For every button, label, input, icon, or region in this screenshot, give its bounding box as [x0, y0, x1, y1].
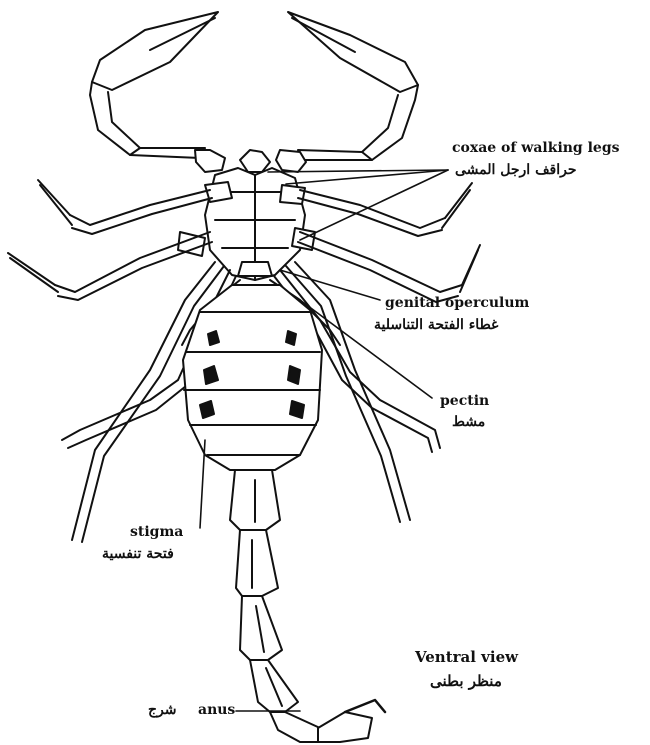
view-title-en: Ventral view [415, 648, 518, 666]
label-stigma-ar: فتحة تنفسية [102, 546, 174, 562]
label-genital-operculum-en: genital operculum [385, 295, 529, 311]
label-anus-ar: شرج [148, 702, 177, 718]
mouth-region [240, 150, 270, 172]
leader-stigma [200, 440, 205, 528]
view-title-ar: منظر بطنى [430, 672, 502, 690]
label-pectin-ar: مشط [452, 414, 485, 430]
label-coxae-en: coxae of walking legs [452, 140, 620, 156]
tail [230, 470, 385, 742]
right-pedipalp [276, 12, 418, 172]
left-pedipalp [90, 12, 225, 172]
abdomen [183, 285, 322, 470]
label-anus-en: anus [198, 702, 235, 718]
label-stigma-en: stigma [130, 524, 183, 540]
genital-operculum-shape [238, 262, 272, 276]
label-pectin-en: pectin [440, 393, 489, 409]
label-coxae-ar: حراقف ارجل المشى [455, 162, 577, 178]
label-genital-operculum-ar: غطاء الفتحة التناسلية [374, 317, 498, 333]
